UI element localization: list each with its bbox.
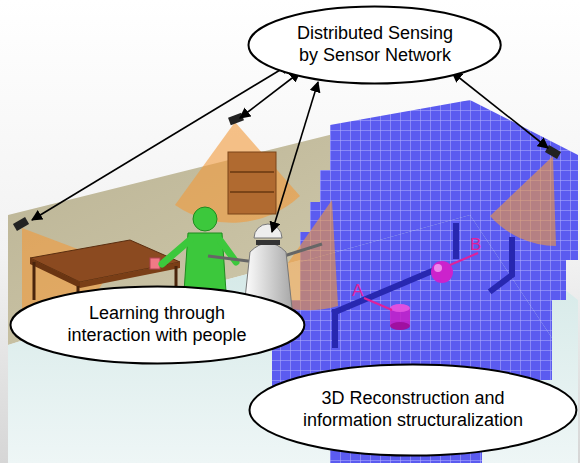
callout-ellipse: 3D Reconstruction and information struct… bbox=[248, 363, 578, 457]
ellipse-shape bbox=[249, 7, 501, 84]
callout-text: Distributed Sensing by Sensor Network bbox=[286, 23, 464, 66]
leader-line bbox=[364, 253, 478, 310]
callout-text: 3D Reconstruction and information struct… bbox=[284, 388, 542, 431]
object-label: B bbox=[470, 236, 481, 253]
sensing-arrow bbox=[32, 64, 548, 232]
callout-ellipse: Learning through interaction with people bbox=[9, 285, 306, 365]
sensor-camera bbox=[13, 113, 561, 231]
reconstructed-walls bbox=[335, 226, 512, 345]
callout-ellipse: Distributed Sensing by Sensor Network bbox=[247, 5, 502, 85]
bookshelf bbox=[228, 152, 276, 214]
object-label: A bbox=[352, 282, 363, 299]
ellipse-shape bbox=[10, 287, 304, 364]
floor bbox=[8, 215, 578, 463]
callout-text: Learning through interaction with people bbox=[52, 303, 262, 346]
ellipse-shape bbox=[250, 365, 577, 456]
object-cylinder bbox=[390, 304, 410, 330]
